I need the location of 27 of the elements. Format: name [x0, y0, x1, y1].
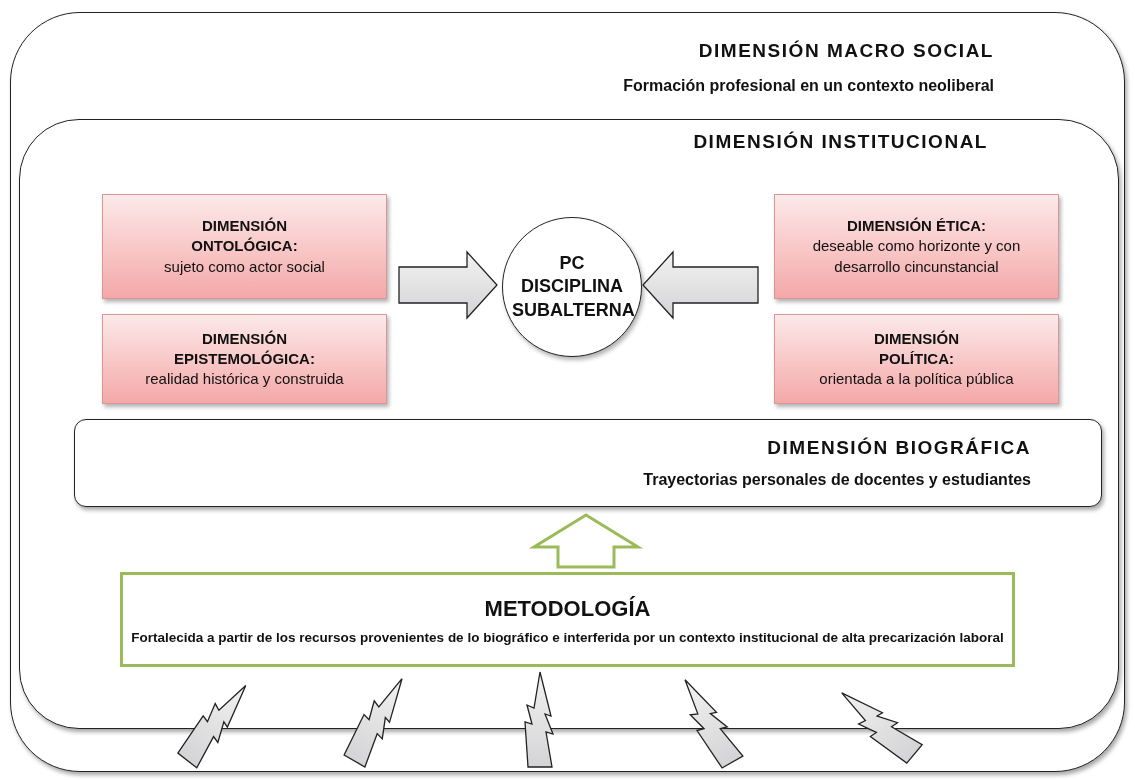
dimension-frame: [10, 12, 1125, 772]
methodology-title: METODOLOGÍA: [484, 594, 651, 623]
block-arrow: [642, 250, 759, 320]
dimension-title: DIMENSIÓN INSTITUCIONAL: [693, 130, 988, 154]
dimension-box: [774, 194, 1059, 299]
dimension-box: [102, 314, 387, 404]
dimension-title: DIMENSIÓN MACRO SOCIAL: [698, 39, 994, 63]
block-arrow: [528, 513, 644, 569]
dimension-description: realidad histórica y construida: [145, 369, 344, 390]
dimension-heading: DIMENSIÓN POLÍTICA:: [873, 328, 960, 369]
dimension-subtitle: Formación profesional en un contexto neoliberal: [623, 75, 994, 96]
dimension-band: [74, 419, 1102, 507]
dimension-description: orientada a la política pública: [819, 369, 1014, 390]
dimension-description: deseable como horizonte y con desarrollo cincunstancial: [811, 236, 1022, 277]
block-arrow: [398, 250, 498, 320]
methodology-box: [120, 572, 1015, 667]
dimension-heading: DIMENSIÓN ONTOLÓGICA:: [190, 216, 299, 257]
dimension-title: DIMENSIÓN BIOGRÁFICA: [767, 435, 1031, 460]
dimension-heading: DIMENSIÓN EPISTEMOLÓGICA:: [173, 328, 316, 369]
dimension-box: [102, 194, 387, 299]
dimension-box: [774, 314, 1059, 404]
dimension-subtitle: Trayectorias personales de docentes y estudiantes: [643, 470, 1031, 491]
center-label: PC DISCIPLINA SUBALTERNA: [512, 251, 632, 322]
dimension-frame: [19, 119, 1119, 729]
dimension-heading: DIMENSIÓN ÉTICA:: [845, 216, 988, 237]
dimension-description: sujeto como actor social: [164, 256, 325, 277]
methodology-description: Fortalecida a partir de los recursos provenientes de lo biográfico e interferida por un contexto institucional de alta precarización laboral: [131, 628, 1004, 647]
